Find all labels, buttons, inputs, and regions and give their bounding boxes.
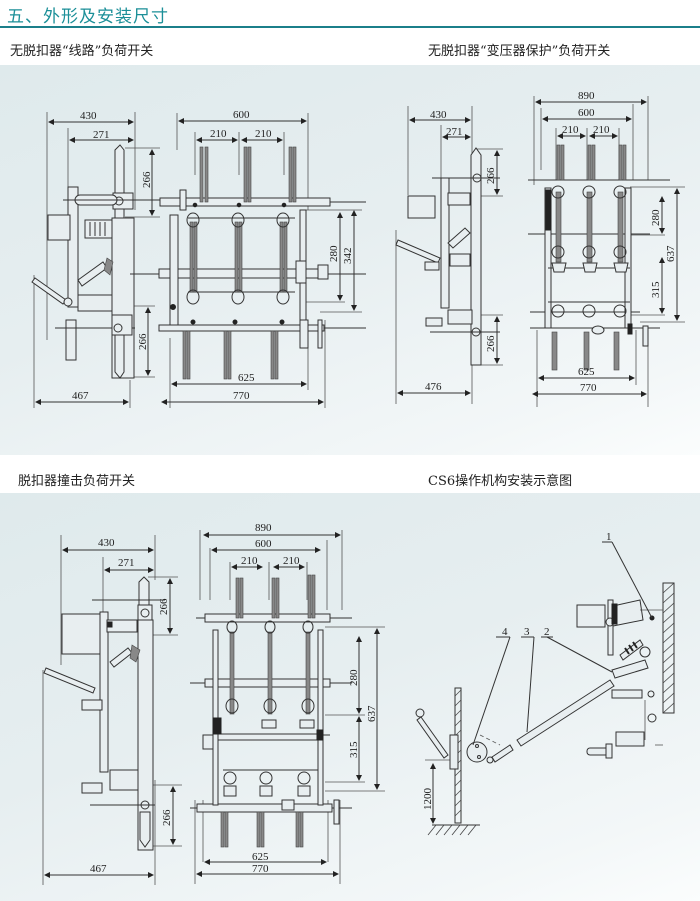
dim-label: 625 (238, 372, 255, 384)
front-view-line-switch (130, 113, 366, 408)
side-view-striker-switch (42, 535, 182, 885)
dim-label: 467 (72, 390, 89, 402)
drawing-panel-top: 430 271 266 266 467 (0, 65, 700, 455)
dim-label: 210 (241, 555, 258, 567)
drawing-panel-bottom: 430 271 266 266 467 (0, 493, 700, 901)
dim-label: 315 (348, 741, 360, 758)
callout-label-3: 3 (524, 626, 530, 638)
caption-line-switch: 无脱扣器“线路”负荷开关 (10, 44, 154, 59)
dim-label: 266 (158, 598, 170, 615)
dim-label: 430 (430, 109, 447, 121)
dim-label: 770 (233, 390, 250, 402)
dim-label: 210 (593, 124, 610, 136)
caption-striker-switch: 脱扣器撞击负荷开关 (18, 474, 136, 489)
drawings-bottom-svg: 430 271 266 266 467 (42, 522, 675, 885)
dim-label: 342 (342, 248, 354, 265)
dim-label: 266 (137, 333, 149, 350)
dim-label: 625 (252, 851, 269, 863)
dim-label: 315 (650, 281, 662, 298)
dim-label: 266 (141, 171, 153, 188)
dim-label: 280 (348, 669, 360, 686)
dim-label: 637 (665, 245, 677, 262)
side-view-transformer-switch (395, 106, 503, 404)
dim-label: 266 (485, 167, 497, 184)
dim-label: 266 (161, 809, 173, 826)
front-view-striker-switch (190, 530, 385, 884)
dim-label: 210 (562, 124, 579, 136)
dim-label: 210 (210, 128, 227, 140)
dim-label: 430 (98, 537, 115, 549)
dim-label: 637 (366, 705, 378, 722)
dim-label: 271 (93, 129, 110, 141)
cs6-mechanism-diagram (415, 541, 675, 836)
dim-label: 210 (283, 555, 300, 567)
dim-label: 210 (255, 128, 272, 140)
dim-label: 266 (485, 335, 497, 352)
section-header: 五、外形及安装尺寸 (0, 0, 700, 28)
section-title: 五、外形及安装尺寸 (7, 7, 169, 27)
dim-label: 770 (252, 863, 269, 875)
dim-label: 890 (255, 522, 272, 534)
side-view-line-switch (31, 112, 180, 408)
dim-label: 280 (328, 245, 340, 262)
callout-label-2: 2 (544, 626, 550, 638)
drawings-top-svg: 430 271 266 266 467 (31, 90, 685, 408)
dim-label: 476 (425, 381, 442, 393)
dim-label: 467 (90, 863, 107, 875)
callout-label-1: 1 (606, 531, 612, 543)
dim-label: 625 (578, 366, 595, 378)
dim-label: 271 (446, 126, 463, 138)
dim-label: 770 (580, 382, 597, 394)
caption-transformer-switch: 无脱扣器“变压器保护”负荷开关 (428, 44, 611, 59)
header-divider (0, 26, 700, 28)
dim-label: 600 (578, 107, 595, 119)
front-view-transformer-switch (528, 96, 685, 407)
dim-label: 280 (650, 209, 662, 226)
dim-label: 600 (255, 538, 272, 550)
dim-label: 600 (233, 109, 250, 121)
dim-label: 890 (578, 90, 595, 102)
dim-label: 271 (118, 557, 135, 569)
dim-label: 430 (80, 110, 97, 122)
callout-label-4: 4 (502, 626, 508, 638)
dim-label-mount-height: 1200 (422, 788, 434, 811)
caption-cs6-mechanism: CS6操作机构安装示意图 (428, 474, 573, 489)
